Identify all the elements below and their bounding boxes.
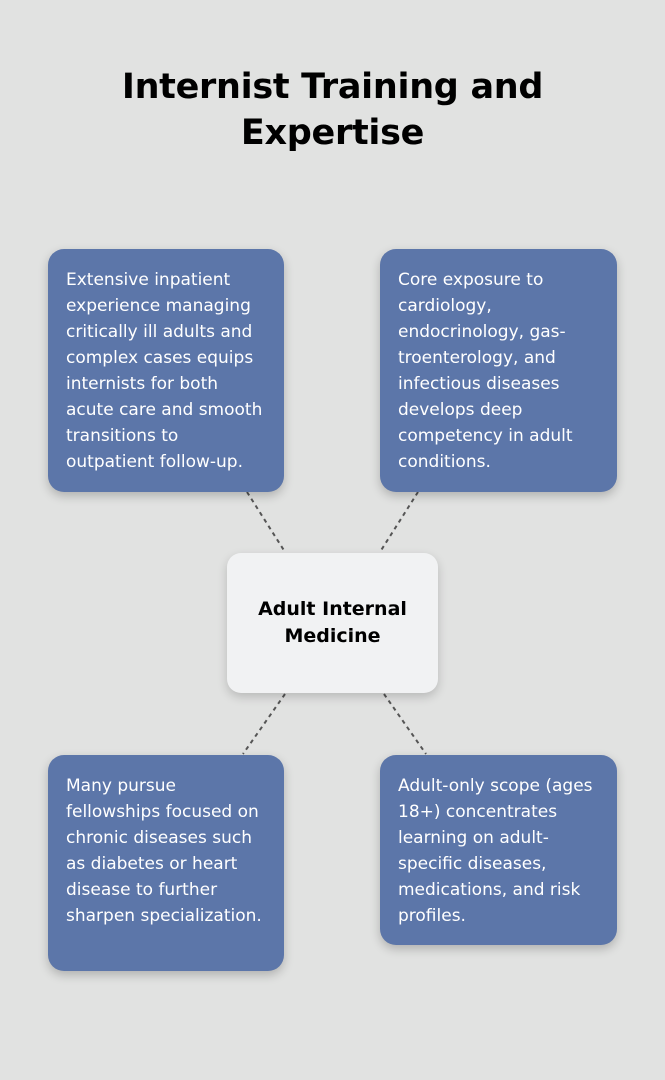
page-title: Internist Training and Expertise bbox=[121, 67, 544, 153]
center-label: Adult Internal Medicine bbox=[258, 598, 407, 647]
connector-top-left bbox=[246, 491, 286, 553]
card-adult-scope: Adult-only scope (ages 18+) concentrates… bbox=[380, 755, 617, 945]
card-core-exposure: Core exposure to cardiology, endocrinolo… bbox=[380, 249, 617, 492]
card-fellowships: Many pursue fellowships focused on chron… bbox=[48, 755, 284, 971]
connector-bottom-left bbox=[242, 693, 286, 755]
connector-top-right bbox=[379, 491, 419, 553]
connector-bottom-right bbox=[383, 693, 427, 755]
center-node: Adult Internal Medicine bbox=[227, 553, 438, 693]
card-inpatient-experience: Extensive inpatient experience managing … bbox=[48, 249, 284, 492]
